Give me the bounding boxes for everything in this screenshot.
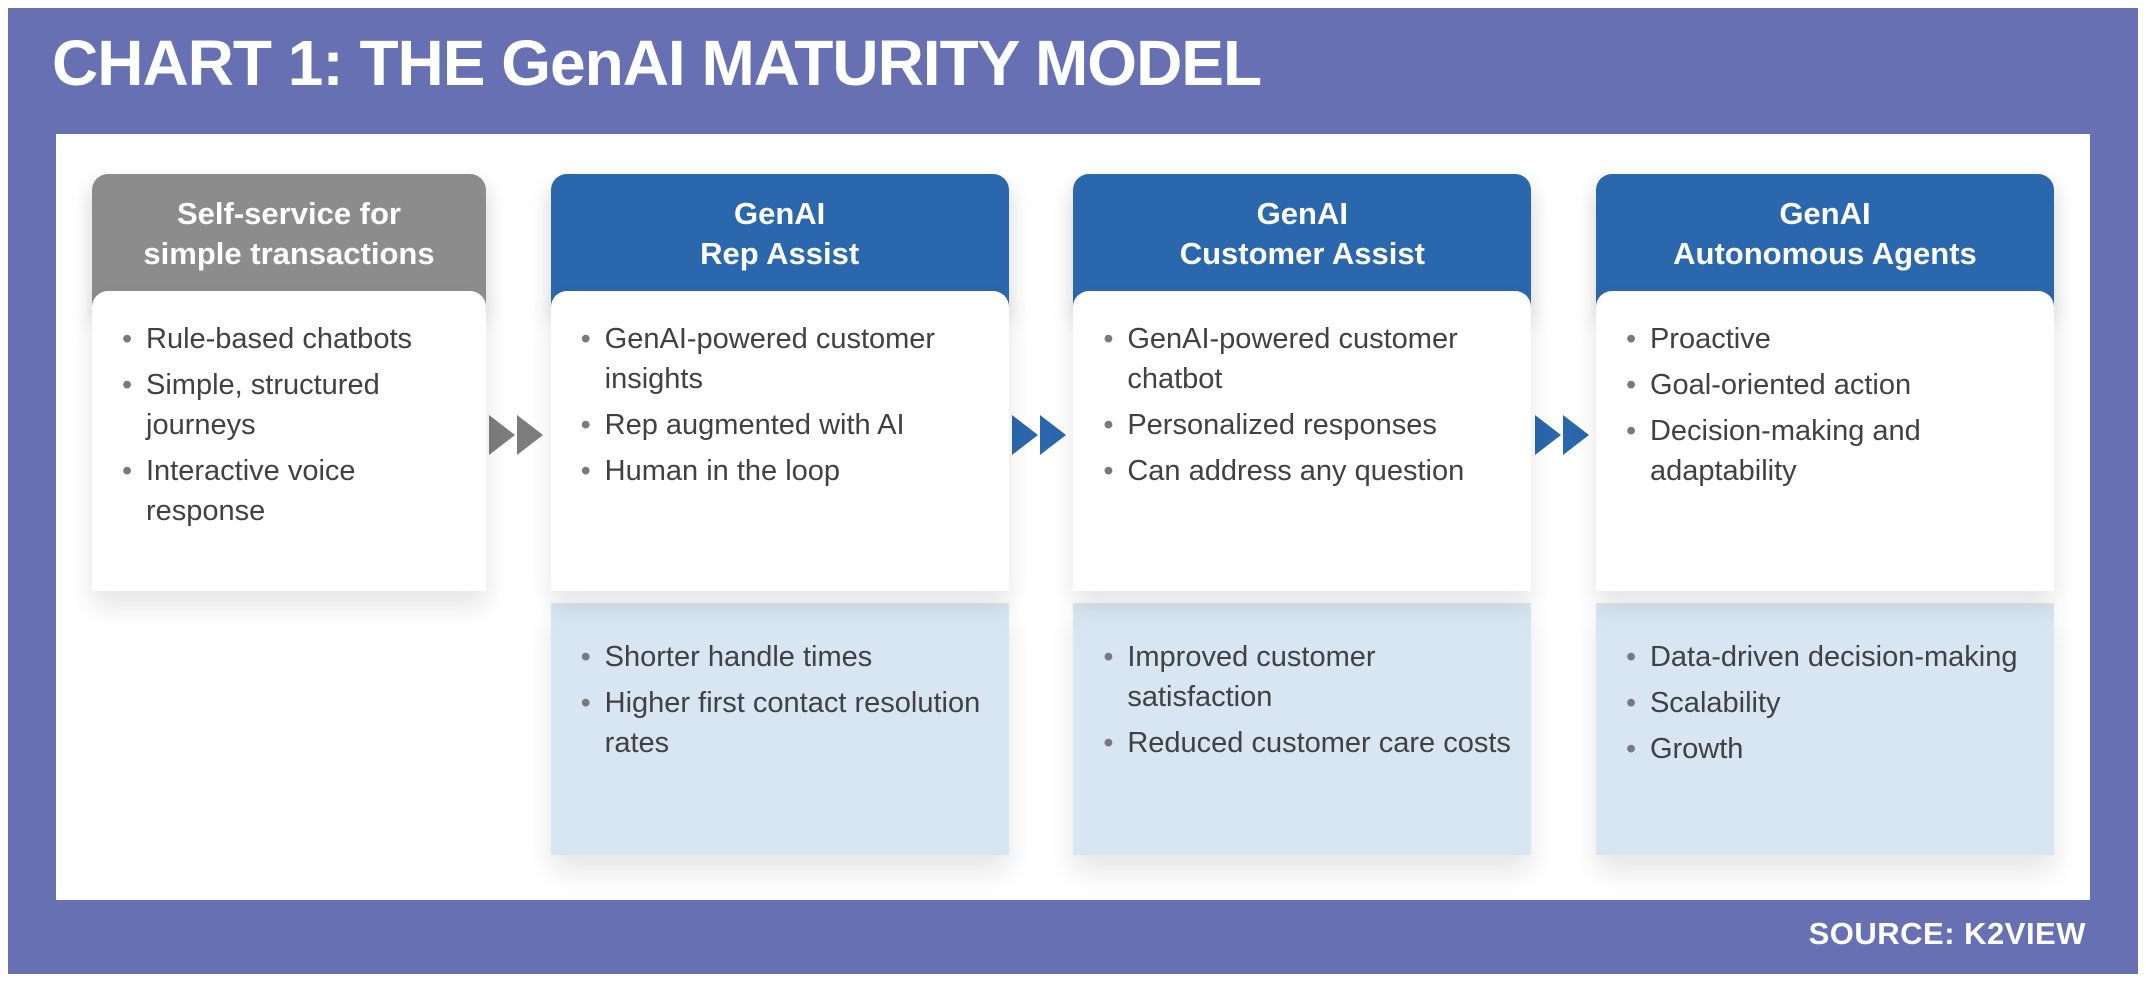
stage-autonomous-agents: GenAI Autonomous Agents Proactive Goal-o… (1595, 174, 2054, 856)
capability-list: Rule-based chatbots Simple, structured j… (110, 319, 470, 531)
stage-customer-assist: GenAI Customer Assist GenAI-powered cust… (1073, 174, 1532, 856)
stage-header: Self-service for simple transactions (92, 174, 486, 312)
bullet-item: GenAI-powered customer insights (569, 319, 993, 399)
bullet-item: Rule-based chatbots (110, 319, 470, 359)
stages-row: Self-service for simple transactions Rul… (56, 134, 2090, 856)
bullet-item: Shorter handle times (569, 637, 993, 677)
bullet-item: Goal-oriented action (1614, 365, 2038, 405)
bullet-item: Personalized responses (1091, 405, 1515, 445)
stage-header: GenAI Rep Assist (550, 174, 1009, 312)
diagram-background: CHART 1: THE GenAI MATURITY MODEL Self-s… (8, 8, 2138, 974)
source-attribution: SOURCE: K2VIEW (1808, 916, 2086, 951)
bullet-item: Can address any question (1091, 451, 1515, 491)
stage-self-service: Self-service for simple transactions Rul… (92, 174, 486, 592)
stage-capabilities: GenAI-powered customer insights Rep augm… (550, 291, 1009, 592)
bullet-item: Data-driven decision-making (1614, 637, 2038, 677)
bullet-item: Interactive voice response (110, 451, 470, 531)
maturity-model-panel: Self-service for simple transactions Rul… (56, 134, 2090, 900)
outcome-list: Shorter handle times Higher first contac… (569, 637, 993, 763)
bullet-item: Reduced customer care costs (1091, 723, 1515, 763)
bullet-item: Improved customer satisfaction (1091, 637, 1515, 717)
capability-list: GenAI-powered customer chatbot Personali… (1091, 319, 1515, 491)
bullet-item: Scalability (1614, 683, 2038, 723)
capability-list: Proactive Goal-oriented action Decision-… (1614, 319, 2038, 491)
stage-outcomes: Data-driven decision-making Scalability … (1595, 603, 2054, 856)
capability-list: GenAI-powered customer insights Rep augm… (569, 319, 993, 491)
stage-capabilities: Rule-based chatbots Simple, structured j… (92, 291, 486, 592)
bullet-item: Proactive (1614, 319, 2038, 359)
double-arrow-right-icon (1011, 415, 1066, 455)
stage-capabilities: GenAI-powered customer chatbot Personali… (1073, 291, 1532, 592)
stage-outcomes: Improved customer satisfaction Reduced c… (1073, 603, 1532, 856)
stage-capabilities: Proactive Goal-oriented action Decision-… (1595, 291, 2054, 592)
bullet-item: Growth (1614, 729, 2038, 769)
stage-header: GenAI Customer Assist (1073, 174, 1532, 312)
bullet-item: Human in the loop (569, 451, 993, 491)
stage-rep-assist: GenAI Rep Assist GenAI-powered customer … (550, 174, 1009, 856)
outcome-list: Improved customer satisfaction Reduced c… (1091, 637, 1515, 763)
double-arrow-right-icon (1534, 415, 1589, 455)
stage-header: GenAI Autonomous Agents (1595, 174, 2054, 312)
double-arrow-right-icon (489, 415, 544, 455)
bullet-item: Higher first contact resolution rates (569, 683, 993, 763)
bullet-item: Decision-making and adaptability (1614, 411, 2038, 491)
stage-outcomes: Shorter handle times Higher first contac… (550, 603, 1009, 856)
outcome-list: Data-driven decision-making Scalability … (1614, 637, 2038, 769)
bullet-item: Rep augmented with AI (569, 405, 993, 445)
bullet-item: GenAI-powered customer chatbot (1091, 319, 1515, 399)
page-title: CHART 1: THE GenAI MATURITY MODEL (52, 27, 1262, 99)
bullet-item: Simple, structured journeys (110, 365, 470, 445)
